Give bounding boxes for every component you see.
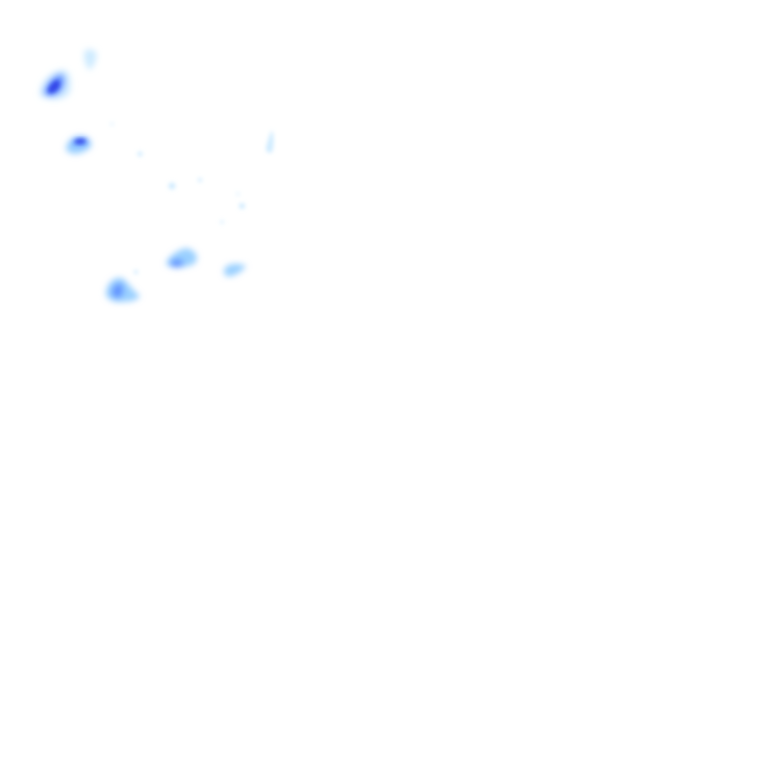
echo-faint-north	[84, 49, 97, 70]
echo-cluster-central	[166, 248, 197, 268]
echo-streak-east	[266, 130, 274, 153]
echo-cluster-southwest	[106, 277, 140, 302]
echo-cluster-central-east	[224, 263, 246, 277]
echo-core-northwest	[48, 80, 60, 94]
echo-specks	[110, 122, 245, 274]
echo-cluster-west	[66, 136, 92, 154]
echo-core-west	[74, 138, 86, 144]
